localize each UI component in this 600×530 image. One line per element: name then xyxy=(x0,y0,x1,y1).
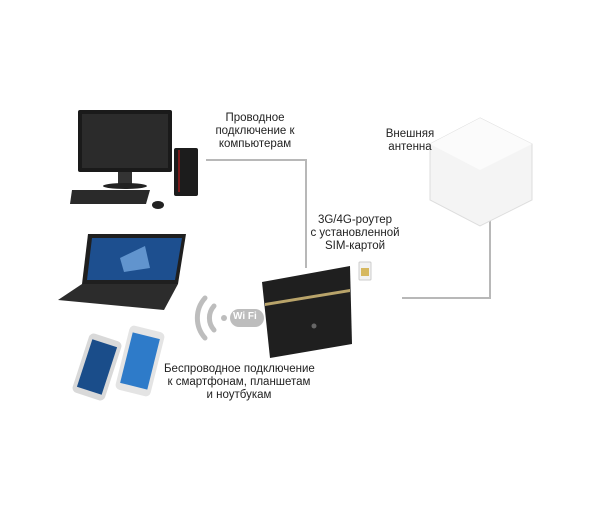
antenna-label: Внешняя антенна xyxy=(385,128,435,153)
wired-connection-line xyxy=(206,159,307,268)
sim-card-icon xyxy=(358,261,372,281)
wifi-icon xyxy=(194,295,264,341)
antenna-connection-line xyxy=(402,212,491,299)
wifi-badge-text: Wi Fi xyxy=(233,311,257,322)
smartphones-icon xyxy=(72,325,165,401)
external-antenna-icon xyxy=(429,117,533,227)
desktop-computer-icon xyxy=(70,110,198,209)
wireless-connection-label: Беспроводное подключение к смартфонам, п… xyxy=(164,363,315,401)
router-icon xyxy=(262,266,352,358)
wired-connection-label: Проводное подключение к компьютерам xyxy=(215,112,295,150)
router-label: 3G/4G-роутер с установленной SIM-картой xyxy=(310,214,400,252)
laptop-icon xyxy=(58,234,186,310)
